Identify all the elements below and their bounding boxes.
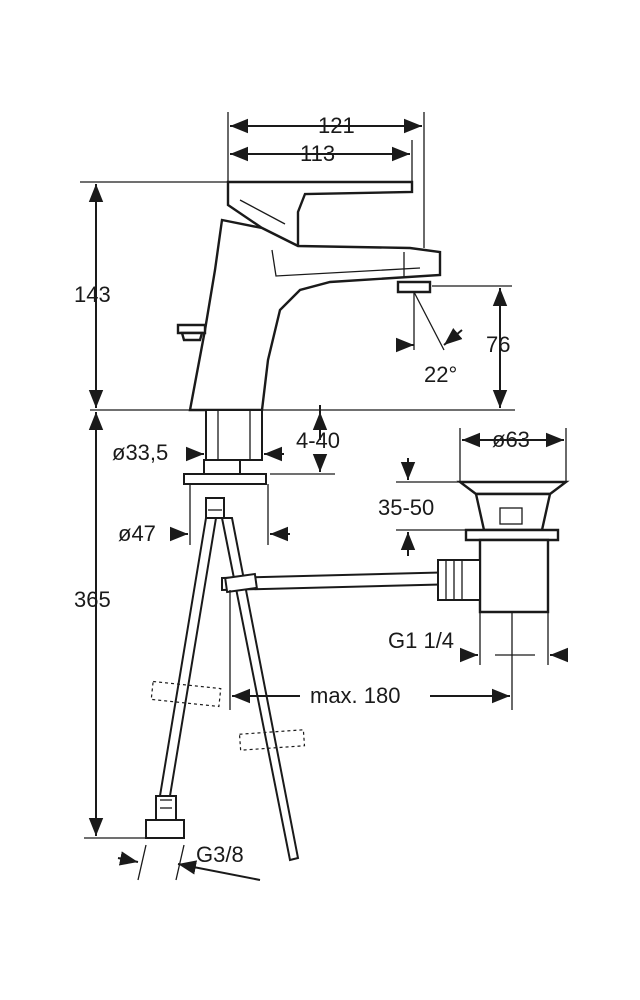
dim-g3-8: G3/8 (196, 842, 244, 867)
dim-143: 143 (74, 282, 111, 307)
dim-diameter-47: ø47 (118, 521, 156, 546)
dim-diameter-33-5: ø33,5 (112, 440, 168, 465)
supply-hoses (145, 517, 306, 862)
faucet-body (176, 180, 442, 412)
dim-76: 76 (486, 332, 510, 357)
waste-valve (437, 480, 570, 614)
dim-max-180: max. 180 (310, 683, 401, 708)
dim-diameter-63: ø63 (492, 427, 530, 452)
dimension-lines (80, 112, 568, 881)
dim-35-50: 35-50 (378, 495, 434, 520)
dim-g1-1-4: G1 1/4 (388, 628, 454, 653)
dim-113: 113 (300, 141, 335, 166)
mounting-assembly (183, 409, 267, 519)
dim-365: 365 (74, 587, 111, 612)
dim-22-deg: 22° (424, 362, 457, 387)
dim-4-40: 4-40 (296, 428, 340, 453)
dim-121: 121 (318, 113, 355, 138)
popup-rod (221, 570, 461, 594)
